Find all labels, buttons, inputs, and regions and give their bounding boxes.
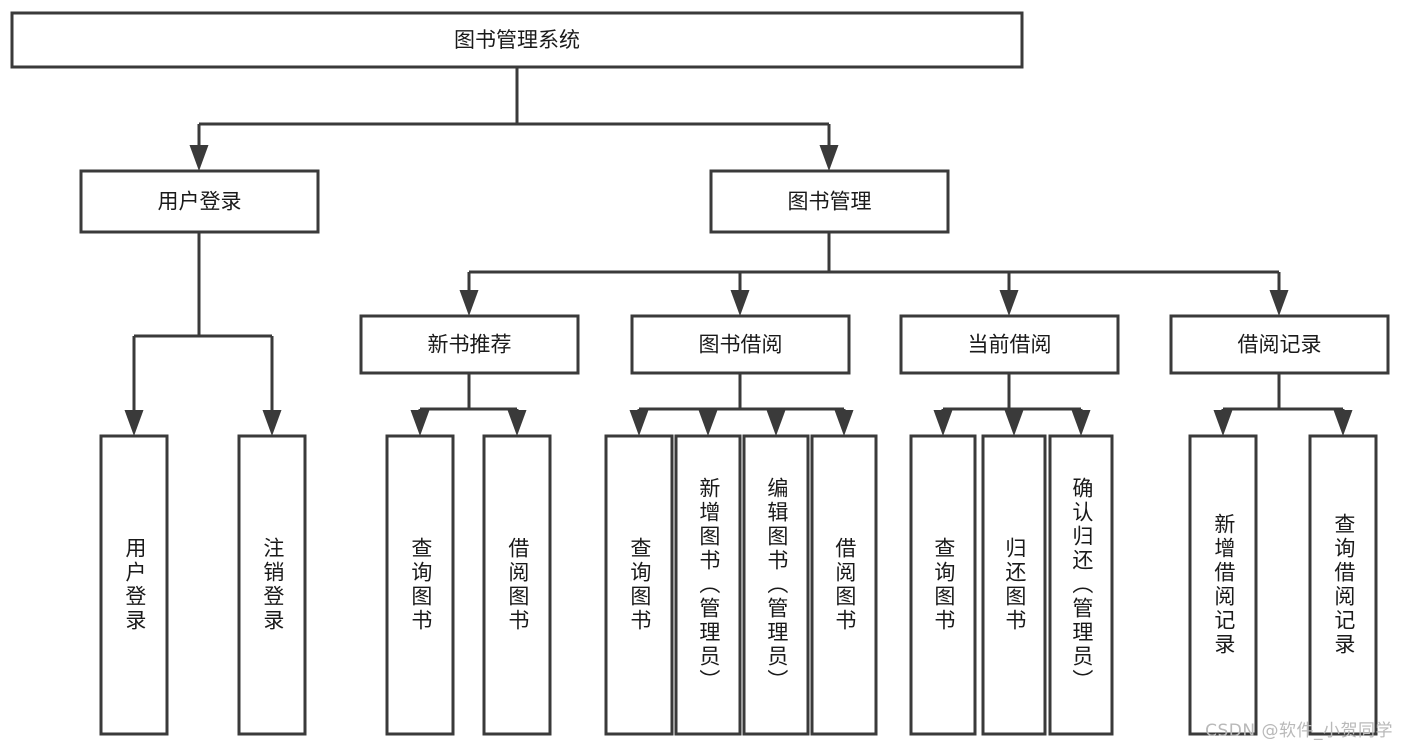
group-0-arrow-head-1 (507, 410, 527, 436)
node-root-system-label: 图书管理系统 (454, 28, 580, 52)
group-2-arrow-head-2 (1071, 410, 1091, 436)
node-leaf-12[interactable] (1308, 434, 1378, 736)
node-leaf-3[interactable] (482, 434, 552, 736)
node-leaf-2[interactable] (385, 434, 455, 736)
node-level3-label-1: 图书借阅 (699, 333, 783, 357)
login-arrow-head-1 (262, 410, 282, 436)
group-1-arrow-head-2 (766, 410, 786, 436)
manage-arrow-head-0 (459, 290, 479, 316)
box-layer (10, 11, 1390, 736)
root-arrow-head-0 (189, 145, 209, 171)
group-1-arrow-head-3 (834, 410, 854, 436)
manage-arrow-head-2 (999, 290, 1019, 316)
node-level3-label-0: 新书推荐 (428, 333, 512, 357)
group-0-arrow-head-0 (410, 410, 430, 436)
node-leaf-0[interactable] (99, 434, 169, 736)
group-2-arrow-head-1 (1004, 410, 1024, 436)
login-arrow-head-0 (124, 410, 144, 436)
node-level2-0[interactable] (79, 169, 320, 234)
connector-layer (124, 67, 1353, 436)
node-level2-1[interactable] (709, 169, 950, 234)
node-root-system[interactable] (10, 11, 1024, 69)
node-level3-label-3: 借阅记录 (1238, 333, 1322, 357)
node-leaf-6[interactable] (742, 434, 810, 736)
manage-arrow-head-1 (730, 290, 750, 316)
node-level3-1[interactable] (630, 314, 851, 375)
node-leaf-1[interactable] (237, 434, 307, 736)
node-leaf-9[interactable] (981, 434, 1047, 736)
node-leaf-7[interactable] (810, 434, 878, 736)
node-level2-label-1: 图书管理 (788, 190, 872, 214)
group-1-arrow-head-0 (629, 410, 649, 436)
node-leaf-8[interactable] (909, 434, 977, 736)
group-2-arrow-head-0 (933, 410, 953, 436)
group-3-arrow-head-0 (1213, 410, 1233, 436)
node-leaf-10[interactable] (1048, 434, 1114, 736)
manage-arrow-head-3 (1269, 290, 1289, 316)
node-level3-3[interactable] (1169, 314, 1390, 375)
node-leaf-5[interactable] (674, 434, 742, 736)
node-level2-label-0: 用户登录 (158, 190, 242, 214)
root-arrow-head-1 (819, 145, 839, 171)
node-leaf-11[interactable] (1188, 434, 1258, 736)
node-level3-2[interactable] (899, 314, 1120, 375)
node-leaf-4[interactable] (604, 434, 674, 736)
node-level3-label-2: 当前借阅 (968, 333, 1052, 357)
watermark-text: CSDN @软件_小贺同学 (1205, 721, 1393, 741)
group-3-arrow-head-1 (1333, 410, 1353, 436)
node-level3-0[interactable] (359, 314, 580, 375)
group-1-arrow-head-1 (698, 410, 718, 436)
